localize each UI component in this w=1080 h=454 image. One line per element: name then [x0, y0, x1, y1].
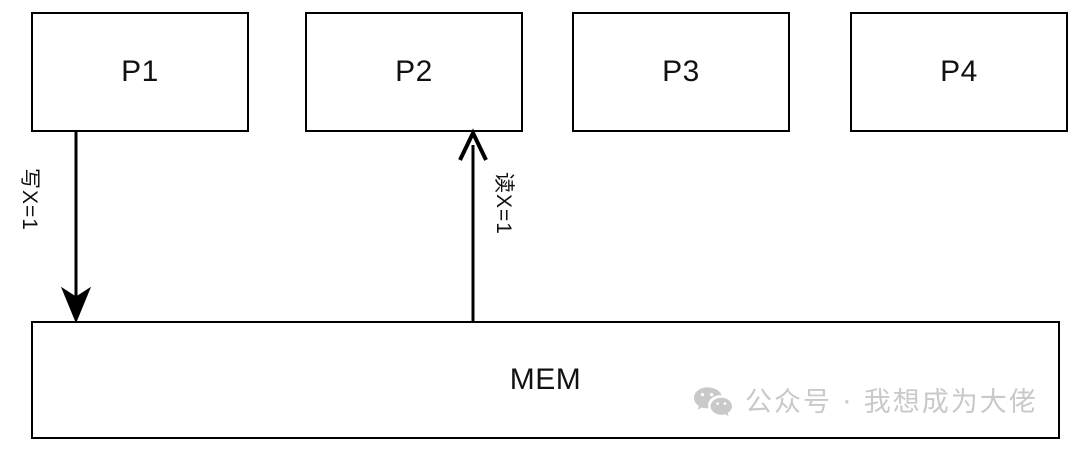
write-arrowhead-icon — [60, 286, 92, 324]
read-arrow — [458, 128, 488, 321]
write-arrow — [60, 132, 92, 324]
read-arrowhead-icon — [458, 128, 488, 161]
processor-label-p3: P3 — [662, 55, 700, 88]
processor-box-p1: P1 — [31, 12, 249, 132]
processor-box-p3: P3 — [572, 12, 790, 132]
processor-label-p1: P1 — [121, 55, 159, 88]
processor-label-p2: P2 — [395, 55, 433, 88]
edge-label-write: 写X=1 — [18, 168, 41, 231]
memory-box: MEM — [31, 321, 1060, 439]
processor-label-p4: P4 — [940, 55, 978, 88]
edge-label-read: 读X=1 — [492, 172, 515, 235]
memory-label: MEM — [509, 363, 582, 396]
processor-box-p4: P4 — [850, 12, 1068, 132]
processor-box-p2: P2 — [305, 12, 523, 132]
